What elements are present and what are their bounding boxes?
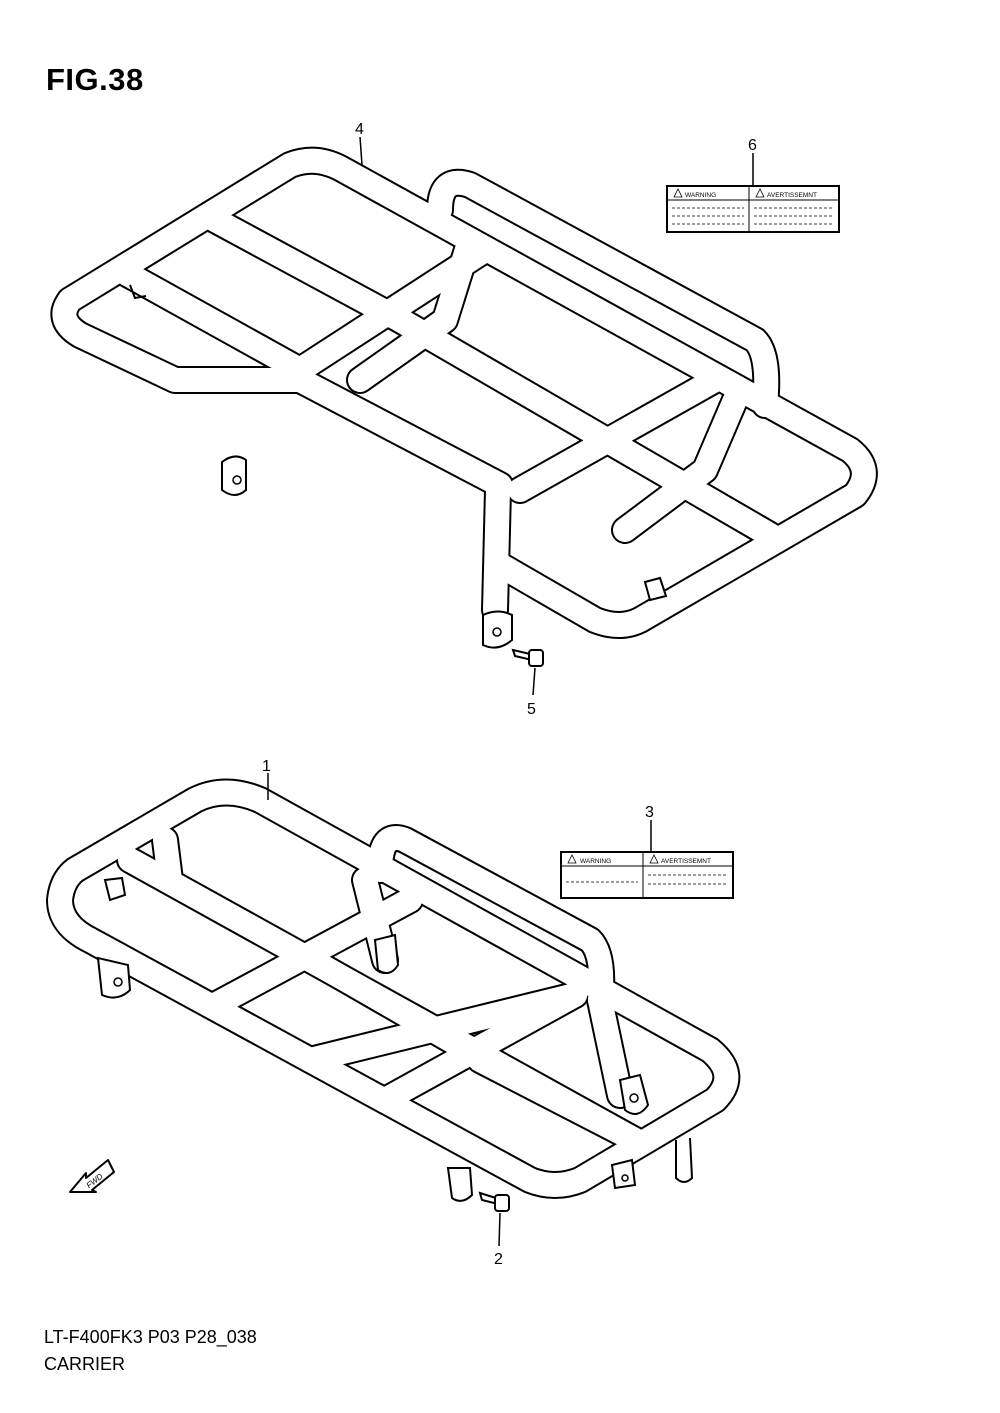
warning-label-6: WARNING AVERTISSEMNT xyxy=(666,153,840,233)
callout-5: 5 xyxy=(527,701,536,718)
upper-carrier-rack xyxy=(50,146,878,649)
figure-title: FIG.38 xyxy=(46,62,144,97)
callout-1: 1 xyxy=(262,758,271,775)
callout-2: 2 xyxy=(494,1251,503,1268)
callout-6: 6 xyxy=(748,137,757,154)
forward-arrow-icon: FWD xyxy=(69,1159,115,1193)
label-3-avertissement: AVERTISSEMNT xyxy=(661,858,711,865)
bolt-icon-2 xyxy=(478,1191,510,1247)
diagram-code: LT-F400FK3 P03 P28_038 xyxy=(44,1327,257,1347)
label-6-avertissement: AVERTISSEMNT xyxy=(767,192,817,199)
callout-4: 4 xyxy=(355,121,364,138)
lower-carrier-rack xyxy=(46,778,741,1202)
diagram-name: CARRIER xyxy=(44,1354,126,1374)
warning-label-3: WARNING AVERTISSEMNT xyxy=(560,820,734,899)
label-6-warning: WARNING xyxy=(685,192,716,199)
bolt-icon-5 xyxy=(511,648,544,696)
callout-3: 3 xyxy=(645,804,654,821)
label-3-warning: WARNING xyxy=(580,858,611,865)
